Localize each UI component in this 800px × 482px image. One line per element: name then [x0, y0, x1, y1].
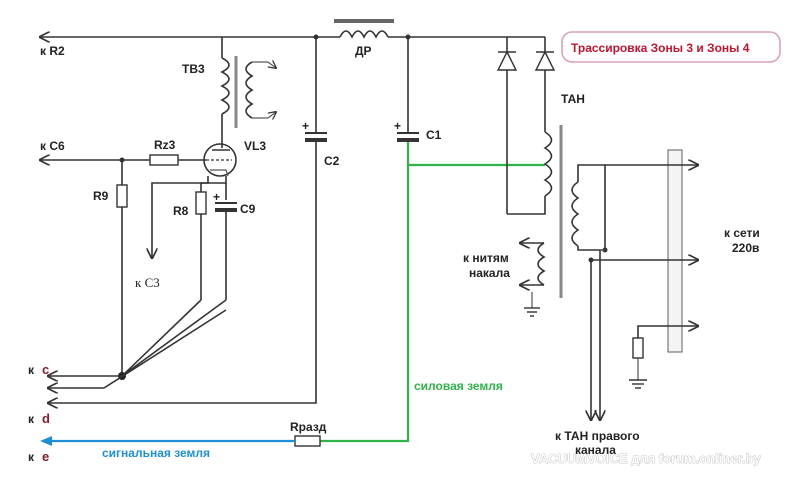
svg-text:+: + [302, 119, 309, 133]
label-c2: С2 [324, 154, 340, 168]
svg-text:+: + [394, 119, 401, 133]
label-c3: к С3 [135, 275, 160, 290]
tv3-secondary [245, 61, 254, 119]
label-k-c: к [28, 363, 35, 377]
diode-right [534, 50, 556, 71]
label-rz3: Rz3 [154, 138, 176, 152]
label-tan-right-2: канала [575, 443, 616, 457]
label-signal-ground: сигнальная земля [102, 446, 210, 460]
label-r9: R9 [93, 189, 109, 203]
label-c1: С1 [426, 128, 442, 142]
label-dr: ДР [355, 44, 372, 58]
label-vl3: VL3 [244, 139, 266, 153]
label-tv3: ТВ3 [182, 62, 205, 76]
label-r8: R8 [173, 204, 189, 218]
tan-secondary [571, 181, 580, 247]
label-power-ground: силовая земля [414, 379, 503, 393]
wire-to-d [48, 142, 317, 403]
label-r2: к R2 [40, 44, 65, 58]
label-k-e: к [28, 450, 35, 464]
tv3-primary [220, 57, 230, 115]
resistor-rrazd [294, 435, 321, 447]
diode-left [496, 50, 518, 71]
label-c6: к С6 [40, 139, 65, 153]
tan-filament-winding [537, 242, 546, 286]
title-box [561, 31, 781, 63]
resistor-r9 [116, 184, 128, 208]
wire-c3 [152, 176, 209, 258]
mains-switch-bar [667, 149, 683, 353]
label-filament-1: к нитям [463, 251, 509, 265]
power-ground-top [406, 142, 545, 167]
resistor-earth [632, 337, 644, 359]
label-mains-1: к сети [724, 226, 760, 240]
choke-dr-coil [339, 30, 389, 39]
svg-text:+: + [213, 190, 220, 204]
label-filament-2: накала [469, 266, 510, 280]
label-k-d: к [28, 412, 35, 426]
tan-primary [543, 131, 553, 197]
label-tan: ТАН [561, 92, 585, 106]
power-ground-line [320, 165, 410, 443]
label-rrazd: Rразд [290, 420, 327, 434]
label-d: d [42, 411, 50, 426]
label-c9: С9 [240, 202, 256, 216]
label-c: c [42, 362, 49, 377]
label-mains-2: 220в [732, 241, 759, 255]
resistor-r8 [195, 191, 207, 215]
watermark: VACUUMVOICE для forum.onliner.by [531, 451, 761, 466]
diagram-title: Трассировка Зоны 3 и Зоны 4 [571, 41, 750, 55]
label-tan-right-1: к ТАН правого [555, 429, 640, 443]
resistor-rz3 [149, 154, 179, 166]
label-e: e [42, 449, 49, 464]
